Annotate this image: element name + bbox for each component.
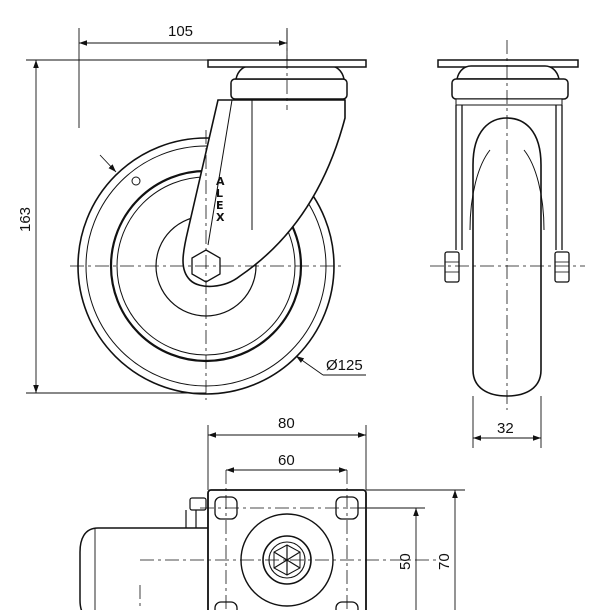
dim-overall-height: 163	[17, 207, 34, 232]
brand-letter: L	[216, 187, 223, 200]
top-centerlines	[139, 470, 440, 610]
brand-logo: A L E X	[216, 175, 225, 224]
front-head	[437, 59, 579, 106]
front-dimensions	[472, 396, 542, 448]
dim-leader-top	[99, 154, 117, 173]
front-wheel	[469, 117, 545, 397]
brand-letter: E	[216, 199, 224, 212]
swivel-fork	[182, 99, 346, 288]
dim-wheel-width: 32	[497, 420, 514, 437]
front-fork	[455, 105, 563, 250]
dim-mount-width: 105	[168, 23, 193, 40]
dim-leader-diameter	[295, 355, 324, 376]
dim-plate-length: 70	[436, 553, 453, 570]
front-axle	[444, 251, 570, 283]
front-centerlines	[430, 40, 585, 410]
dim-hole-spacing-x: 60	[278, 452, 295, 469]
dim-plate-width: 80	[278, 415, 295, 432]
top-dimensions	[207, 425, 465, 610]
brand-letter: A	[216, 175, 225, 188]
dim-hole-spacing-y: 50	[397, 553, 414, 570]
dim-wheel-diameter: Ø125	[326, 357, 363, 374]
front-view	[430, 40, 585, 410]
brand-letter: X	[216, 211, 225, 224]
side-dimensions	[26, 28, 366, 394]
side-view	[70, 30, 367, 400]
top-wheel	[79, 527, 208, 610]
top-view	[79, 470, 440, 610]
